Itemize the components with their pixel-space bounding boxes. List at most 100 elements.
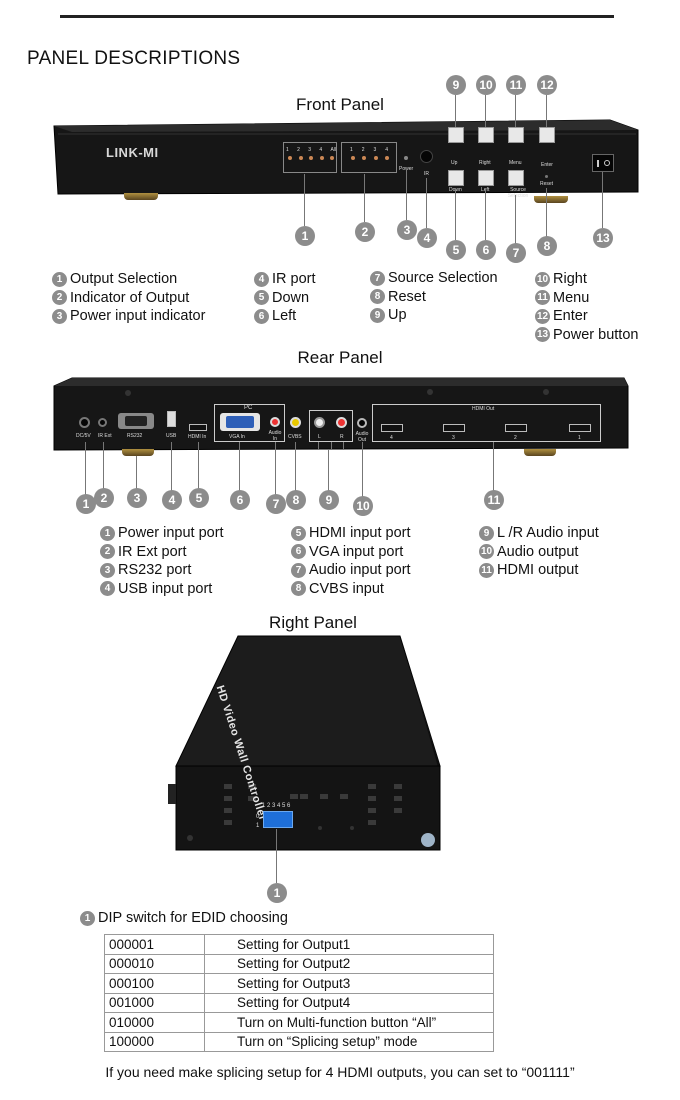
hdmi-out-port-4 (381, 424, 403, 432)
ir-port (420, 150, 433, 163)
reset-button[interactable] (545, 175, 548, 178)
callout-7: 7 (506, 243, 526, 263)
legend-bullet: 7 (370, 270, 385, 286)
hdmi-out-number: 4 (390, 435, 393, 441)
right-label: Right (479, 160, 491, 166)
hdmi-out-label: HDMI Out (472, 406, 495, 412)
pc-box (214, 404, 285, 442)
legend-bullet: 10 (535, 271, 550, 287)
right-panel-title: Right Panel (269, 613, 357, 632)
usb-label: USB (166, 433, 177, 439)
dip-desc-cell: Turn on Multi-function button “All” (204, 1012, 494, 1033)
legend-bullet: 1 (52, 271, 67, 287)
dc-label: DC/5V (76, 433, 91, 439)
dip-code-cell: 000010 (104, 953, 205, 974)
rear-callout-6: 6 (230, 490, 250, 510)
dc-power-port (79, 417, 90, 428)
legend-text: Up (388, 307, 407, 323)
lr-audio-box (309, 410, 353, 442)
legend-bullet: 9 (479, 525, 494, 541)
indicator-led (362, 156, 367, 160)
indicator-led (384, 156, 389, 160)
dip-switch[interactable] (263, 811, 293, 828)
rear-callout-7: 7 (266, 494, 286, 514)
output-button-2[interactable] (298, 156, 303, 160)
audio-r-label: R (340, 434, 344, 440)
rs232-label: RS232 (127, 433, 143, 439)
down-button[interactable] (448, 170, 464, 186)
legend-text: Enter (553, 308, 588, 324)
page-title: PANEL DESCRIPTIONS (27, 48, 241, 69)
output-button-all[interactable] (330, 156, 334, 160)
rear-device-body (53, 377, 629, 451)
hdmi-out-box (372, 404, 601, 442)
legend-text: USB input port (118, 580, 213, 597)
power-led-label: Power (399, 166, 414, 172)
legend-bullet: 11 (479, 562, 494, 578)
dip-code-cell: 010000 (104, 1012, 205, 1033)
hdmi-in-label: HDMI In (188, 434, 207, 440)
audio-l-label: L (318, 434, 321, 440)
power-switch[interactable] (592, 154, 614, 172)
rear-panel-title: Rear Panel (297, 348, 383, 367)
legend-text: Power input indicator (70, 308, 206, 324)
legend-bullet: 1 (100, 525, 115, 541)
rear-callout-9: 9 (319, 490, 339, 510)
legend-text: DIP switch for EDID choosing (98, 910, 288, 926)
enter-button[interactable] (539, 127, 555, 143)
source-selection-button[interactable] (508, 170, 524, 186)
output-button-3[interactable] (309, 156, 313, 160)
output-button-1[interactable] (288, 156, 292, 160)
menu-button[interactable] (508, 127, 524, 143)
legend-text: Audio output (497, 543, 579, 560)
rear-callout-8: 8 (286, 490, 306, 510)
legend-bullet: 5 (254, 290, 269, 306)
cvbs-label: CVBS (288, 434, 302, 440)
callout-5: 5 (446, 240, 466, 260)
callout-12: 12 (537, 75, 557, 95)
indicator-leds (351, 156, 389, 160)
rear-callout-5: 5 (189, 488, 209, 508)
indicator-numbers: 1 2 3 4 (350, 147, 388, 153)
legend-text: Menu (553, 289, 590, 306)
legend-text: Power button (553, 326, 639, 343)
hdmi-out-port-2 (505, 424, 527, 432)
callout-6: 6 (476, 240, 496, 260)
legend-text: Power input port (118, 525, 224, 541)
indicator-led (373, 156, 378, 160)
cvbs-port (290, 417, 301, 428)
source-label: Source Selection (507, 187, 529, 199)
left-button[interactable] (478, 170, 494, 186)
legend-bullet: 12 (535, 308, 550, 324)
pc-label: PC (244, 405, 253, 411)
up-button[interactable] (448, 127, 464, 143)
hdmi-out-port-1 (569, 424, 591, 432)
output-number: 4 (319, 147, 323, 153)
hdmi-out-number: 2 (514, 435, 517, 441)
dip-desc-cell: Setting for Output3 (204, 973, 494, 994)
right-button[interactable] (478, 127, 494, 143)
power-indicator-led (404, 156, 408, 160)
legend-bullet: 5 (291, 525, 306, 541)
rear-callout-11: 11 (484, 490, 504, 510)
audio-in-label: Audio In (268, 430, 282, 442)
output-button-4[interactable] (319, 156, 324, 160)
